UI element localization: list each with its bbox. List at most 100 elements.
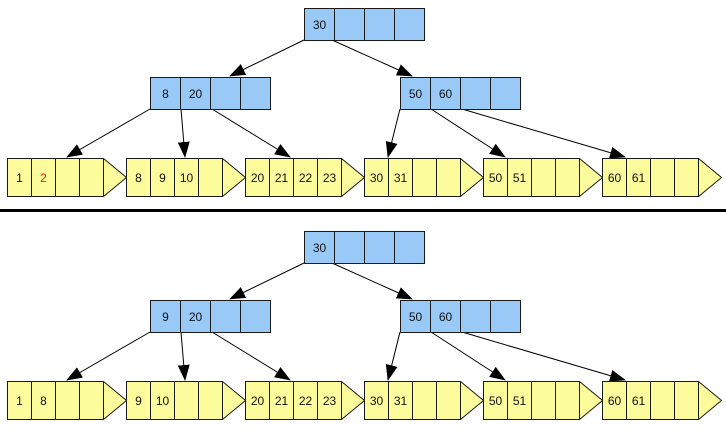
key-label: 8 [40, 394, 47, 408]
key-label: 1 [16, 171, 23, 185]
key-label: 20 [251, 394, 265, 408]
key-label: 61 [632, 394, 646, 408]
key-label: 21 [275, 394, 289, 408]
key-label: 9 [135, 394, 142, 408]
key-label: 50 [489, 394, 503, 408]
child-pointer-arrow [430, 331, 506, 381]
child-pointer-arrow [461, 108, 626, 159]
key-label: 23 [323, 171, 337, 185]
key-cell [394, 231, 425, 264]
internal-node: 50 60 [400, 77, 521, 110]
internal-node: 8 20 [150, 77, 271, 110]
key-cell [180, 300, 211, 333]
leaf-node: 8 9 10 [126, 158, 247, 197]
key-label: 8 [135, 171, 142, 185]
key-label: 8 [162, 87, 169, 101]
leaf-next-pointer [483, 381, 604, 420]
child-pointer-arrow [211, 331, 291, 381]
key-cell [430, 77, 461, 110]
key-cell [304, 8, 335, 41]
leaf-next-pointer [126, 158, 247, 197]
key-label: 30 [313, 241, 327, 255]
key-cell [334, 8, 365, 41]
key-label: 10 [180, 171, 194, 185]
key-label: 31 [394, 171, 408, 185]
leaf-next-pointer [7, 158, 128, 197]
key-cell [394, 8, 425, 41]
key-label: 9 [162, 310, 169, 324]
leaf-next-pointer [602, 381, 723, 420]
leaf-next-pointer [126, 381, 247, 420]
key-cell [210, 77, 241, 110]
leaf-next-pointer [483, 158, 604, 197]
key-cell [364, 231, 395, 264]
leaf-next-pointer [602, 158, 723, 197]
leaf-node: 50 51 [483, 158, 604, 197]
key-label: 1 [16, 394, 23, 408]
key-label: 30 [370, 394, 384, 408]
key-label: 10 [156, 394, 170, 408]
internal-node: 9 20 [150, 300, 271, 333]
key-label: 9 [159, 171, 166, 185]
key-cell [364, 8, 395, 41]
key-cell [460, 77, 491, 110]
key-cell [240, 77, 271, 110]
child-pointer-arrow [461, 331, 626, 382]
leaf-node: 60 61 [602, 158, 723, 197]
key-cell [150, 77, 181, 110]
key-cell [210, 300, 241, 333]
key-label: 60 [608, 171, 622, 185]
key-label: 50 [409, 87, 423, 101]
key-label: 20 [189, 310, 203, 324]
child-pointer-arrow [229, 39, 305, 77]
child-pointer-arrow [385, 331, 401, 381]
root-node: 30 [304, 231, 425, 264]
child-pointer-arrow [331, 39, 413, 77]
leaf-node: 50 51 [483, 381, 604, 420]
leaf-next-pointer [245, 158, 366, 197]
child-pointer-arrow [430, 108, 506, 158]
key-label: 22 [299, 394, 313, 408]
key-label: 50 [489, 171, 503, 185]
key-cell [490, 300, 521, 333]
key-label: 51 [513, 394, 527, 408]
key-label: 20 [189, 87, 203, 101]
child-pointer-arrow [211, 108, 291, 158]
key-label: 30 [370, 171, 384, 185]
key-cell [430, 300, 461, 333]
leaf-node: 9 10 [126, 381, 247, 420]
key-cell [240, 300, 271, 333]
child-pointer-arrow [385, 108, 401, 158]
key-label: 51 [513, 171, 527, 185]
key-cell [334, 231, 365, 264]
key-label: 60 [439, 310, 453, 324]
child-pointer-arrow [177, 108, 190, 158]
key-cell [460, 300, 491, 333]
child-pointer-arrow [331, 262, 413, 300]
key-label: 61 [632, 171, 646, 185]
key-label: 30 [313, 18, 327, 32]
leaf-node: 30 31 [364, 158, 485, 197]
key-label: 60 [439, 87, 453, 101]
leaf-next-pointer [245, 381, 366, 420]
key-label: 20 [251, 171, 265, 185]
leaf-node: 60 61 [602, 381, 723, 420]
key-label: 21 [275, 171, 289, 185]
root-node: 30 [304, 8, 425, 41]
key-cell [400, 300, 431, 333]
child-pointer-arrow [66, 108, 151, 158]
child-pointer-arrow [66, 331, 151, 381]
key-cell [150, 300, 181, 333]
leaf-next-pointer [7, 381, 128, 420]
key-label: 60 [608, 394, 622, 408]
child-pointer-arrow [177, 331, 190, 381]
